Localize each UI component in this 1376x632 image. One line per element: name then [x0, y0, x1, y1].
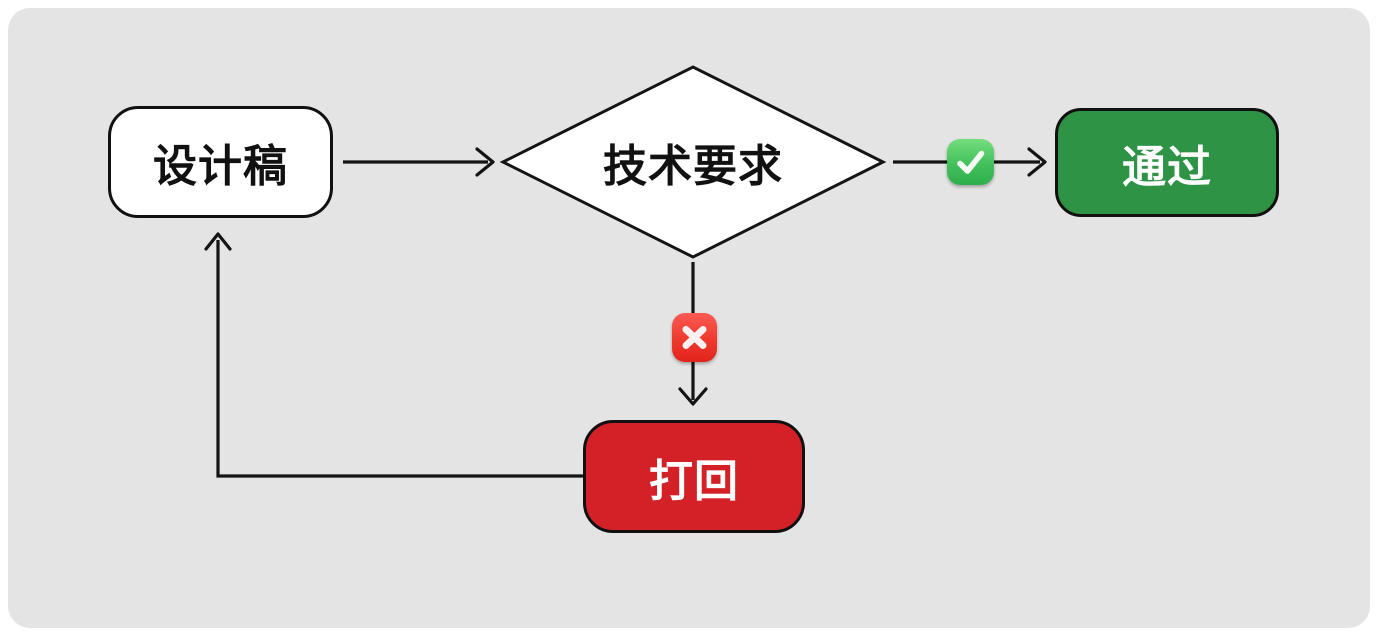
node-decision-label: 技术要求 [603, 142, 783, 191]
node-decision: 技术要求 [553, 134, 833, 191]
node-pass: 通过 [1055, 108, 1279, 217]
node-reject: 打回 [583, 420, 805, 533]
check-mark-icon [947, 139, 994, 185]
node-design-draft-label: 设计稿 [153, 142, 288, 191]
node-design-draft: 设计稿 [108, 106, 333, 218]
cross-mark-icon [672, 313, 717, 362]
node-reject-label: 打回 [649, 456, 739, 506]
node-pass-label: 通过 [1122, 142, 1212, 192]
